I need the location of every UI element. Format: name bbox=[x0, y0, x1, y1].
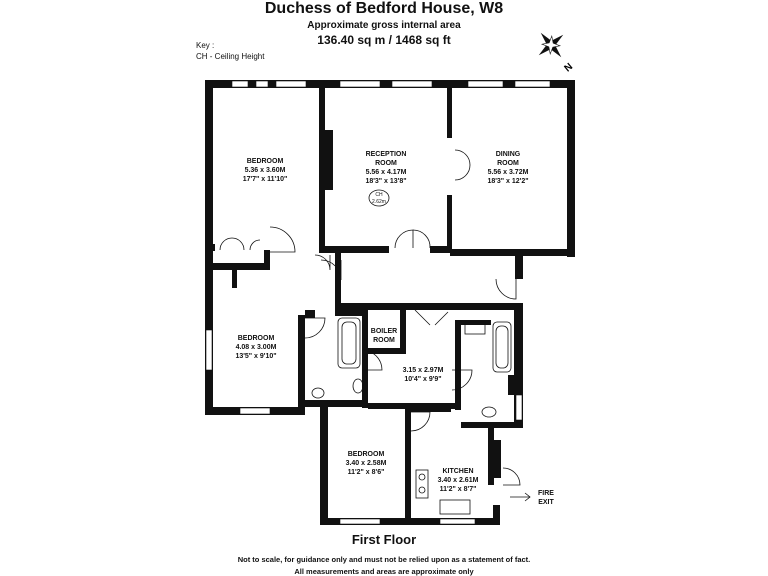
room-name-2: ROOM bbox=[497, 160, 519, 167]
room-metric: 3.15 x 2.97M bbox=[403, 367, 444, 374]
room-imperial: 11'2" x 8'7" bbox=[440, 486, 477, 493]
doors bbox=[219, 149, 521, 486]
fire-exit-line-1: FIRE bbox=[538, 490, 554, 497]
key-entry: CH - Ceiling Height bbox=[196, 52, 265, 61]
room-imperial: 10'4" x 9'9" bbox=[404, 376, 441, 383]
room-boiler: BOILER ROOM bbox=[371, 328, 397, 344]
room-imperial: 17'7" x 11'10" bbox=[243, 176, 288, 183]
room-name-2: ROOM bbox=[373, 337, 395, 344]
walls bbox=[205, 80, 575, 525]
room-six: 3.15 x 2.97M 10'4" x 9'9" bbox=[403, 367, 444, 383]
disclaimer-line-2: All measurements and areas are approxima… bbox=[294, 567, 474, 576]
ceiling-height-marker bbox=[368, 189, 390, 207]
room-imperial: 18'3" x 13'8" bbox=[365, 178, 406, 185]
room-metric: 5.56 x 3.72M bbox=[488, 169, 529, 176]
ceiling-height-value: 2.62m bbox=[372, 199, 386, 205]
compass-rose-icon: N bbox=[538, 32, 575, 74]
room-bedroom-3: BEDROOM 3.40 x 2.58M 11'2" x 8'6" bbox=[346, 451, 387, 476]
ceiling-height-label: CH bbox=[375, 192, 383, 198]
area-subtitle: Approximate gross internal area bbox=[307, 20, 461, 31]
room-name-1: BOILER bbox=[371, 328, 397, 335]
area-value: 136.40 sq m / 1468 sq ft bbox=[317, 33, 451, 47]
fire-exit: FIRE EXIT bbox=[510, 490, 555, 506]
fire-exit-arrow-icon bbox=[510, 492, 531, 502]
room-metric: 5.36 x 3.60M bbox=[245, 167, 286, 174]
room-name-1: RECEPTION bbox=[366, 151, 407, 158]
compass-north-label: N bbox=[562, 61, 575, 74]
room-bedroom-2: BEDROOM 4.08 x 3.00M 13'5" x 9'10" bbox=[235, 335, 276, 360]
room-dining: DINING ROOM 5.56 x 3.72M 18'3" x 12'2" bbox=[487, 151, 528, 185]
key-legend: Key : CH - Ceiling Height bbox=[196, 40, 264, 62]
room-name: BEDROOM bbox=[247, 158, 284, 165]
room-name-1: DINING bbox=[496, 151, 521, 158]
plan-title: Duchess of Bedford House, W8 bbox=[264, 0, 504, 17]
key-heading: Key : bbox=[196, 41, 215, 50]
room-metric: 3.40 x 2.58M bbox=[346, 460, 387, 467]
fixtures bbox=[311, 317, 512, 515]
room-name-2: ROOM bbox=[375, 160, 397, 167]
room-name: BEDROOM bbox=[238, 335, 275, 342]
room-name: BEDROOM bbox=[348, 451, 385, 458]
room-imperial: 11'2" x 8'6" bbox=[348, 469, 385, 476]
room-metric: 5.56 x 4.17M bbox=[366, 169, 407, 176]
disclaimer-line-1: Not to scale, for guidance only and must… bbox=[237, 555, 531, 564]
room-imperial: 18'3" x 12'2" bbox=[487, 178, 528, 185]
room-name: KITCHEN bbox=[442, 468, 473, 475]
room-metric: 4.08 x 3.00M bbox=[236, 344, 277, 351]
windows bbox=[205, 80, 551, 525]
room-metric: 3.40 x 2.61M bbox=[438, 477, 479, 484]
room-imperial: 13'5" x 9'10" bbox=[235, 353, 276, 360]
room-reception: RECEPTION ROOM 5.56 x 4.17M 18'3" x 13'8… bbox=[365, 151, 406, 185]
floor-label: First Floor bbox=[351, 532, 417, 547]
room-bedroom-1: BEDROOM 5.36 x 3.60M 17'7" x 11'10" bbox=[243, 158, 288, 183]
fire-exit-line-2: EXIT bbox=[538, 499, 554, 506]
room-kitchen: KITCHEN 3.40 x 2.61M 11'2" x 8'7" bbox=[438, 468, 479, 493]
